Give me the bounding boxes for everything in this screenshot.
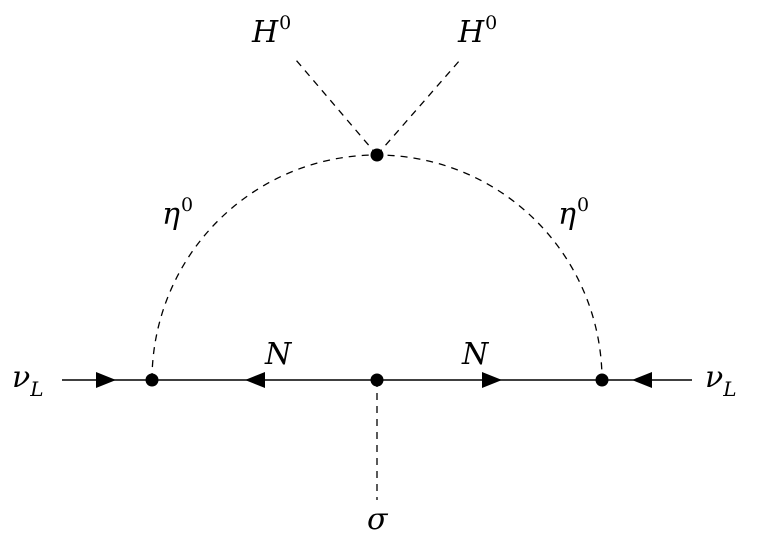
- label-eta-right: η0: [558, 194, 590, 232]
- label-eta-left: η0: [162, 194, 194, 232]
- label-nu-right: νL: [705, 360, 737, 401]
- label-n-left: N: [265, 337, 292, 372]
- label-n-right: N: [462, 337, 489, 372]
- vertex-right: [595, 373, 609, 387]
- scalar-line-higgs-left: [295, 59, 378, 156]
- vertex-left: [145, 373, 159, 387]
- arrow-left-icon: [632, 372, 652, 388]
- label-sigma: σ: [367, 502, 388, 537]
- arrow-right-icon: [96, 372, 116, 388]
- vertex-top: [370, 148, 384, 162]
- scalar-loop-eta: [151, 154, 603, 381]
- scalar-line-higgs-right: [376, 59, 461, 156]
- label-higgs-left: H0: [252, 12, 292, 50]
- arrow-left-icon: [245, 372, 265, 388]
- label-higgs-right: H0: [458, 12, 498, 50]
- arrow-right-icon: [482, 372, 502, 388]
- vertex-center: [370, 373, 384, 387]
- label-nu-left: νL: [12, 360, 44, 401]
